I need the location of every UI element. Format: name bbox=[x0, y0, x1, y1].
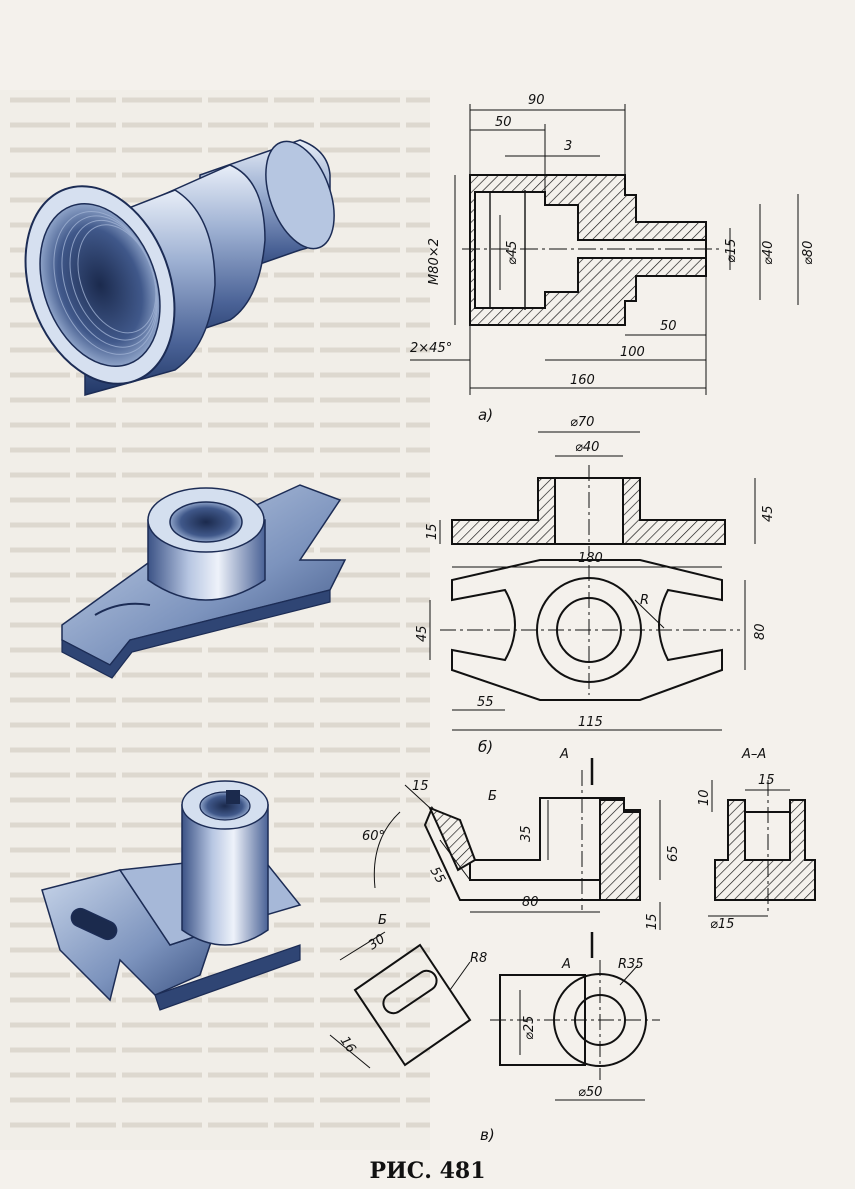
dim-a-d15: ⌀15 bbox=[724, 239, 739, 263]
dims-view-c bbox=[329, 758, 790, 1101]
dims-view-b bbox=[429, 431, 756, 731]
dim-b-45b: 45 bbox=[415, 625, 430, 642]
dim-b-80: 80 bbox=[753, 623, 768, 640]
dim-b-55: 55 bbox=[477, 695, 494, 710]
dim-c-r8: R8 bbox=[470, 951, 487, 966]
dimension-labels: 90 50 3 M80×2 ⌀45 ⌀15 ⌀40 ⌀80 50 2×45° 1… bbox=[337, 93, 816, 1144]
dim-c-10: 10 bbox=[697, 789, 712, 806]
dim-a-90: 90 bbox=[528, 93, 545, 108]
drawing-view-c bbox=[353, 770, 816, 1080]
dim-b-15: 15 bbox=[425, 523, 440, 540]
isometric-part-1 bbox=[24, 139, 335, 396]
view-mark-b: Б bbox=[488, 789, 497, 804]
dims-view-a bbox=[410, 104, 799, 395]
view-c-label: в) bbox=[480, 1126, 495, 1144]
section-mark-a-bottom: А bbox=[561, 957, 571, 972]
dim-c-65: 65 bbox=[666, 845, 681, 862]
dim-c-d25: ⌀25 bbox=[522, 1016, 537, 1040]
section-mark-a-top: А bbox=[559, 747, 569, 762]
dim-a-d80: ⌀80 bbox=[801, 241, 816, 265]
dim-a-m80: M80×2 bbox=[427, 238, 442, 285]
view-b-title: Б bbox=[378, 913, 387, 928]
dim-a-160: 160 bbox=[570, 373, 595, 388]
dim-c-15b: 15 bbox=[645, 913, 660, 930]
dim-b-45: 45 bbox=[761, 505, 776, 522]
dim-c-55: 55 bbox=[427, 865, 448, 887]
dim-c-d15: ⌀15 bbox=[710, 917, 734, 932]
dim-a-d45: ⌀45 bbox=[505, 241, 520, 265]
dim-c-d50: ⌀50 bbox=[578, 1085, 602, 1100]
dim-c-15: 15 bbox=[412, 779, 429, 794]
dim-b-115: 115 bbox=[578, 715, 603, 730]
dim-b-180: 180 bbox=[578, 551, 603, 566]
dim-a-d40: ⌀40 bbox=[761, 241, 776, 265]
view-a-label: а) bbox=[478, 406, 493, 424]
section-a-a-title: А–А bbox=[741, 747, 766, 762]
isometric-part-2 bbox=[61, 484, 347, 679]
drawing-view-b bbox=[440, 465, 740, 701]
dim-b-d40: ⌀40 bbox=[575, 440, 599, 455]
figure-caption: РИС. 481 bbox=[369, 1158, 486, 1184]
dim-b-d70: ⌀70 bbox=[570, 415, 594, 430]
dim-a-100: 100 bbox=[620, 345, 645, 360]
dim-c-r35: R35 bbox=[618, 957, 644, 972]
dim-c-80: 80 bbox=[522, 895, 539, 910]
dim-a-50b: 50 bbox=[660, 319, 677, 334]
dim-c-15c: 15 bbox=[758, 773, 775, 788]
view-b-label: б) bbox=[478, 738, 493, 756]
dim-a-3: 3 bbox=[564, 139, 572, 154]
dim-b-r: R bbox=[640, 593, 649, 608]
dim-a-50: 50 bbox=[495, 115, 512, 130]
dim-c-35: 35 bbox=[519, 825, 534, 842]
isometric-part-3 bbox=[41, 780, 302, 1011]
dim-c-60deg: 60° bbox=[362, 829, 385, 844]
dim-a-chamfer: 2×45° bbox=[410, 341, 452, 356]
